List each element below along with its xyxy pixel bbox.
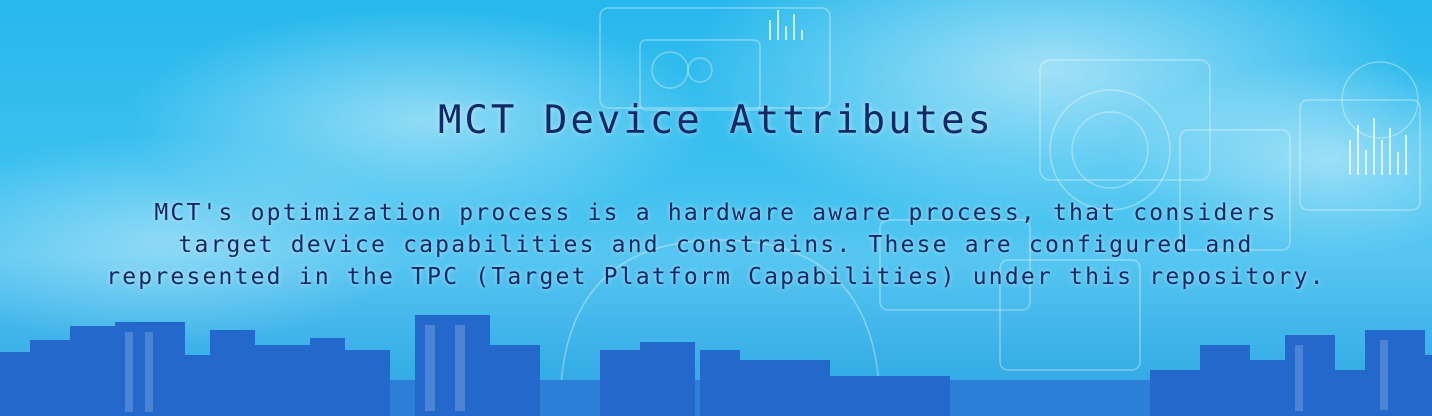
holographic-panels <box>559 7 1421 411</box>
city-skyline <box>0 315 1432 416</box>
waveform-accents <box>769 10 1407 175</box>
page-title: MCT Device Attributes <box>437 98 995 143</box>
description: MCT's optimization process is a hardware… <box>20 197 1412 293</box>
description-line-3: represented in the TPC (Target Platform … <box>106 264 1326 290</box>
description-line-2: target device capabilities and constrain… <box>178 232 1254 258</box>
description-line-1: MCT's optimization process is a hardware… <box>154 200 1278 226</box>
